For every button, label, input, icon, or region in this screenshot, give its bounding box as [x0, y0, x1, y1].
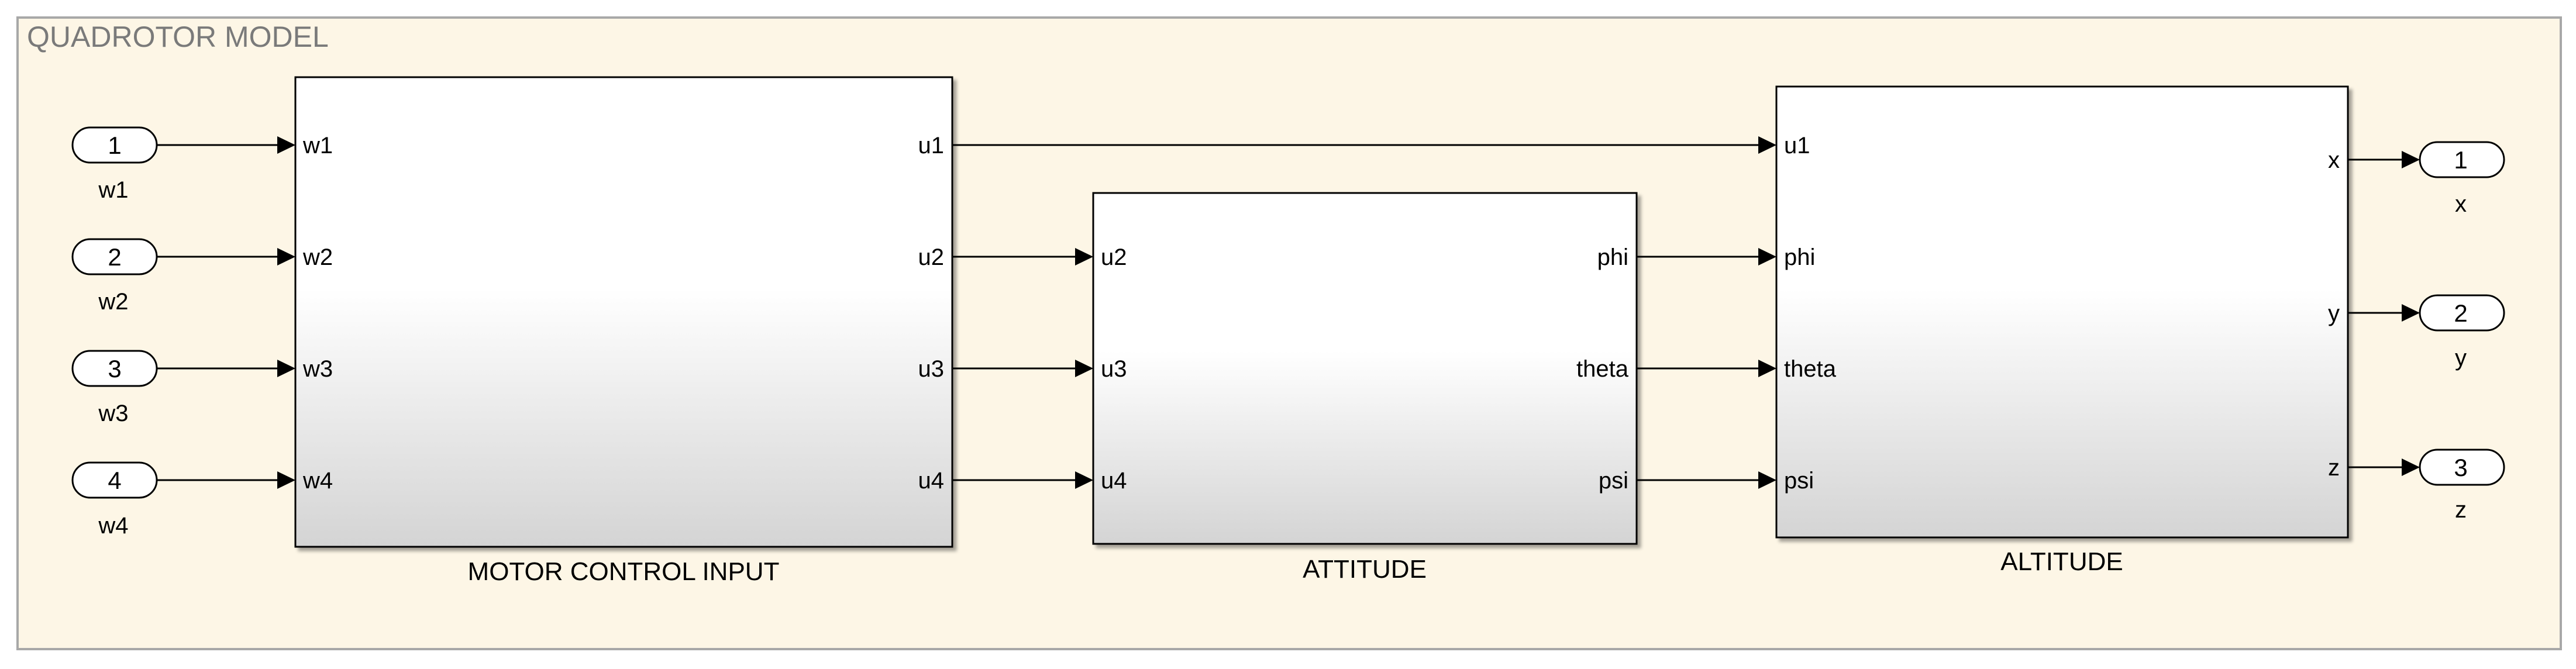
block-input-label: phi: [1784, 244, 1815, 270]
inport-number: 1: [108, 132, 121, 159]
motor-control-input-block[interactable]: w1 w2 w3 w4 u1 u2 u3 u4: [294, 76, 953, 548]
outport-name: y: [2455, 345, 2467, 371]
arrow-head: [2402, 151, 2420, 168]
block-input-label: w1: [302, 133, 333, 158]
outport-number: 2: [2454, 299, 2467, 327]
arrow-head: [277, 136, 295, 154]
block-input-label: u3: [1101, 356, 1127, 382]
outport-3[interactable]: 3 z: [2419, 449, 2505, 523]
altitude-block-title: ALTITUDE: [2000, 547, 2123, 576]
outport-1[interactable]: 1 x: [2419, 141, 2505, 217]
inport-name: w2: [98, 289, 128, 315]
arrow-head: [277, 248, 295, 265]
outport-number: 3: [2454, 454, 2467, 481]
inport-name: w4: [98, 513, 128, 539]
arrow-head: [2402, 304, 2420, 322]
inport-2[interactable]: 2 w2: [71, 238, 158, 315]
arrow-head: [277, 471, 295, 489]
arrow-head: [1758, 136, 1776, 154]
block-output-label: u2: [918, 244, 945, 270]
arrow-head: [1075, 248, 1093, 265]
block-input-label: u2: [1101, 244, 1127, 270]
arrow-head: [2402, 458, 2420, 476]
block-output-label: psi: [1599, 468, 1628, 494]
block-input-label: w3: [302, 356, 333, 382]
block-output-label: y: [2328, 301, 2340, 326]
arrowheads: [277, 136, 2420, 489]
inport-number: 2: [108, 243, 121, 271]
arrow-head: [1075, 360, 1093, 377]
block-input-label: w4: [302, 468, 333, 494]
inport-4[interactable]: 4 w4: [71, 461, 158, 539]
inport-name: w3: [98, 401, 128, 426]
altitude-block[interactable]: u1 phi theta psi x y z: [1775, 85, 2349, 539]
outport-number: 1: [2454, 146, 2467, 174]
arrow-head: [1758, 471, 1776, 489]
block-output-label: u3: [918, 356, 945, 382]
outport-name: z: [2455, 497, 2467, 523]
outport-name: x: [2455, 191, 2467, 217]
block-input-label: theta: [1784, 356, 1837, 382]
block-output-label: z: [2328, 455, 2340, 481]
motor-block-title: MOTOR CONTROL INPUT: [468, 557, 780, 586]
block-output-label: x: [2328, 147, 2340, 173]
attitude-block-title: ATTITUDE: [1303, 555, 1427, 584]
inport-3[interactable]: 3 w3: [71, 350, 158, 426]
block-output-label: phi: [1597, 244, 1628, 270]
arrow-head: [1758, 360, 1776, 377]
outport-2[interactable]: 2 y: [2419, 294, 2505, 371]
arrow-head: [277, 360, 295, 377]
attitude-block[interactable]: u2 u3 u4 phi theta psi: [1092, 192, 1638, 545]
block-input-label: w2: [302, 244, 333, 270]
inport-1[interactable]: 1 w1: [71, 126, 158, 203]
block-output-label: theta: [1576, 356, 1629, 382]
block-output-label: u4: [918, 468, 945, 494]
arrow-head: [1758, 248, 1776, 265]
inport-name: w1: [98, 177, 128, 203]
block-input-label: u1: [1784, 133, 1810, 158]
inport-number: 4: [108, 467, 121, 494]
area-title: QUADROTOR MODEL: [27, 20, 329, 53]
arrow-head: [1075, 471, 1093, 489]
inport-number: 3: [108, 355, 121, 382]
block-input-label: psi: [1784, 468, 1814, 494]
block-output-label: u1: [918, 133, 945, 158]
signal-lines: [157, 144, 2402, 481]
block-input-label: u4: [1101, 468, 1127, 494]
